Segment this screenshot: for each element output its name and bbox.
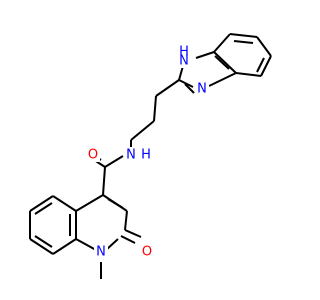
imidazole-nh-n-label: N xyxy=(179,54,189,69)
imidazole-n-label: N xyxy=(197,82,207,97)
imidazole-nh-h-label: H xyxy=(179,45,189,60)
benzimidazole-benzene-ring xyxy=(213,33,272,77)
molecule-canvas: H N N N H O N O xyxy=(29,33,272,279)
amide-h-label: H xyxy=(141,148,151,163)
imidazole-ring xyxy=(178,51,237,94)
ketone-o-label: O xyxy=(142,245,152,260)
ring-n-label: N xyxy=(96,245,106,260)
atom-labels: H N N N H O N O xyxy=(86,45,209,260)
propyl-chain xyxy=(130,79,180,147)
quinolinone-pyridone-ring xyxy=(75,194,142,251)
quinolinone-benzene-ring xyxy=(29,195,77,255)
structure-diagram: H N N N H O N O xyxy=(29,33,272,279)
amide-o-label: O xyxy=(88,148,98,163)
amide-n-label: N xyxy=(126,148,136,163)
